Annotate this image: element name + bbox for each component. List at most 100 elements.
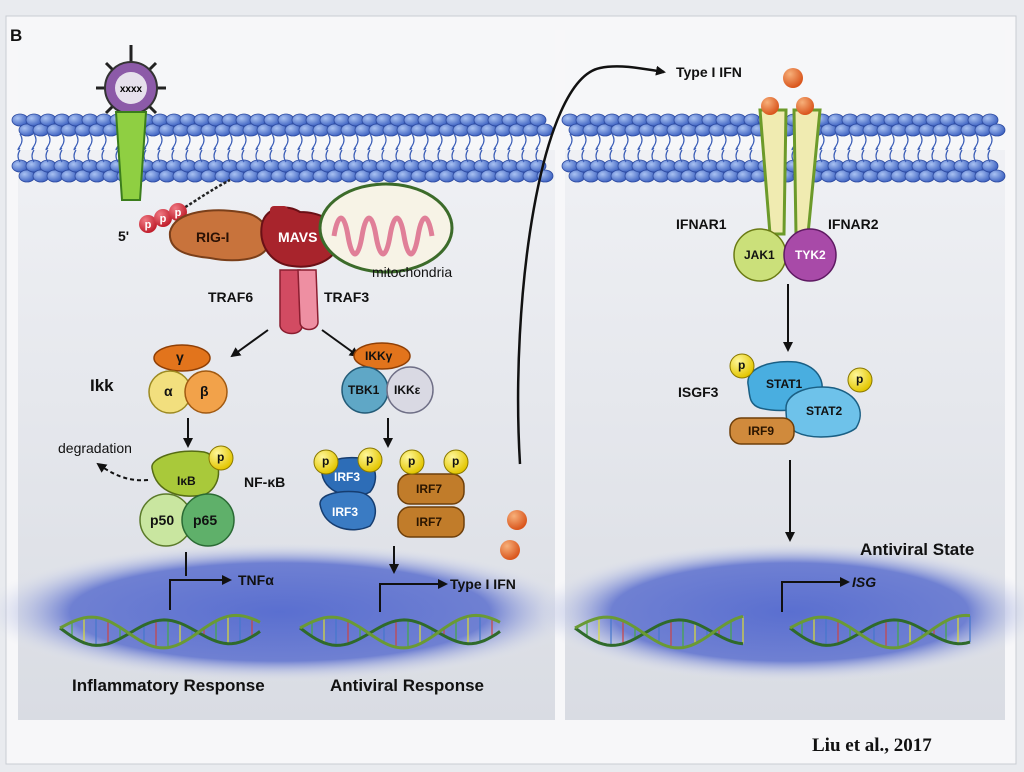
irf9-protein — [729, 417, 795, 445]
lipid-tail — [283, 133, 289, 163]
five-prime-label: 5' — [118, 228, 130, 244]
lipid-tail — [227, 133, 233, 163]
dna-strand — [299, 618, 501, 647]
lipid-tail — [861, 133, 867, 163]
lipid-tail — [875, 133, 881, 163]
p50-label: p50 — [150, 512, 175, 528]
lipid-head — [536, 123, 554, 137]
lipid-tail — [325, 133, 331, 163]
dna-strand — [299, 613, 501, 650]
ikb-protein — [151, 450, 220, 497]
dna-strand — [59, 618, 261, 647]
ppp-p3: p — [175, 207, 182, 219]
tyk2-label: TYK2 — [795, 248, 826, 262]
p65-ball — [181, 493, 235, 547]
lipid-tail — [651, 133, 657, 163]
lipid-tail — [721, 133, 727, 163]
nucleus-right — [535, 542, 1024, 682]
lipid-tail — [45, 133, 51, 163]
dna-strand — [789, 613, 971, 650]
lipid-tail — [87, 133, 93, 163]
tyk2-ball — [783, 228, 837, 282]
isgf3-label: ISGF3 — [678, 384, 719, 400]
ppp-p1: p — [145, 219, 152, 231]
stat1-label: STAT1 — [766, 377, 803, 391]
gamma-label: γ — [176, 349, 184, 365]
lipid-head — [981, 113, 999, 127]
ifn-ball-2 — [500, 540, 520, 560]
ifnar2-label: IFNAR2 — [828, 216, 879, 232]
lipid-tail — [917, 133, 923, 163]
ikk-gamma — [153, 344, 211, 372]
traf6-label: TRAF6 — [208, 289, 254, 305]
irf3-bottom — [319, 490, 377, 531]
lipid-tail — [479, 133, 485, 163]
degradation-label: degradation — [58, 440, 132, 456]
irf3-top-label: IRF3 — [334, 470, 361, 484]
lipid-tail — [297, 133, 303, 163]
jak1-label: JAK1 — [744, 248, 775, 262]
irf3-p1-label: p — [322, 454, 330, 468]
lipid-tail — [609, 133, 615, 163]
ikk-beta — [184, 370, 228, 414]
ikb-p-label: p — [217, 450, 225, 464]
lipid-head — [981, 159, 999, 173]
irf7-p1-label: p — [408, 454, 416, 468]
citation: Liu et al., 2017 — [812, 735, 932, 756]
ikk-epsilon-ball — [386, 366, 434, 414]
lipid-tail — [73, 133, 79, 163]
traf3-label: TRAF3 — [324, 289, 370, 305]
secretion-arc — [516, 65, 666, 465]
alpha-label: α — [164, 383, 173, 399]
irf7-top — [397, 473, 465, 505]
lipid-tail — [507, 133, 513, 163]
lipid-tail — [493, 133, 499, 163]
dna-strand — [574, 618, 744, 647]
lipid-head — [529, 113, 547, 127]
antiviral-response-label: Antiviral Response — [330, 676, 484, 695]
irf3-bottom-label: IRF3 — [332, 505, 359, 519]
lipid-tail — [535, 133, 541, 163]
lipid-tail — [241, 133, 247, 163]
lipid-tail — [185, 133, 191, 163]
ifnar1-label: IFNAR1 — [676, 216, 727, 232]
triphosphate-badges — [139, 203, 187, 233]
lipid-tail — [31, 133, 37, 163]
irf3-p2-label: p — [366, 452, 374, 466]
lipid-tail — [255, 133, 261, 163]
lipid-tail — [521, 133, 527, 163]
lipid-tail — [381, 133, 387, 163]
lipid-tail — [171, 133, 177, 163]
tbk1-label: TBK1 — [348, 383, 380, 397]
rig-i-label: RIG-I — [196, 229, 230, 245]
degradation-arrow — [96, 462, 149, 482]
lipid-tail — [819, 133, 825, 163]
ikk-gamma-tbk — [353, 342, 411, 370]
lipid-tail — [59, 133, 65, 163]
mavs-label: MAVS — [278, 229, 318, 245]
lipid-tail — [339, 133, 345, 163]
stat2-label: STAT2 — [806, 404, 843, 418]
lipid-tail — [567, 133, 573, 163]
nucleus-left — [0, 542, 580, 682]
lipid-tail — [311, 133, 317, 163]
lipid-tail — [423, 133, 429, 163]
lipid-tail — [987, 133, 993, 163]
panel-letter: B — [10, 26, 23, 45]
lipid-tail — [903, 133, 909, 163]
ikk-label: Ikk — [90, 376, 114, 395]
lipid-tail — [973, 133, 979, 163]
lipid-head — [988, 123, 1006, 137]
p65-label: p65 — [193, 512, 218, 528]
lipid-tail — [847, 133, 853, 163]
lipid-tail — [707, 133, 713, 163]
lipid-tail — [353, 133, 359, 163]
lipid-tail — [959, 133, 965, 163]
lipid-tail — [101, 133, 107, 163]
lipid-tail — [931, 133, 937, 163]
virus-genome-label: xxxx — [120, 84, 143, 95]
lipid-head — [988, 169, 1006, 183]
lipid-tail — [735, 133, 741, 163]
lipid-tail — [409, 133, 415, 163]
ikk-gamma-label: IKKγ — [365, 349, 393, 363]
